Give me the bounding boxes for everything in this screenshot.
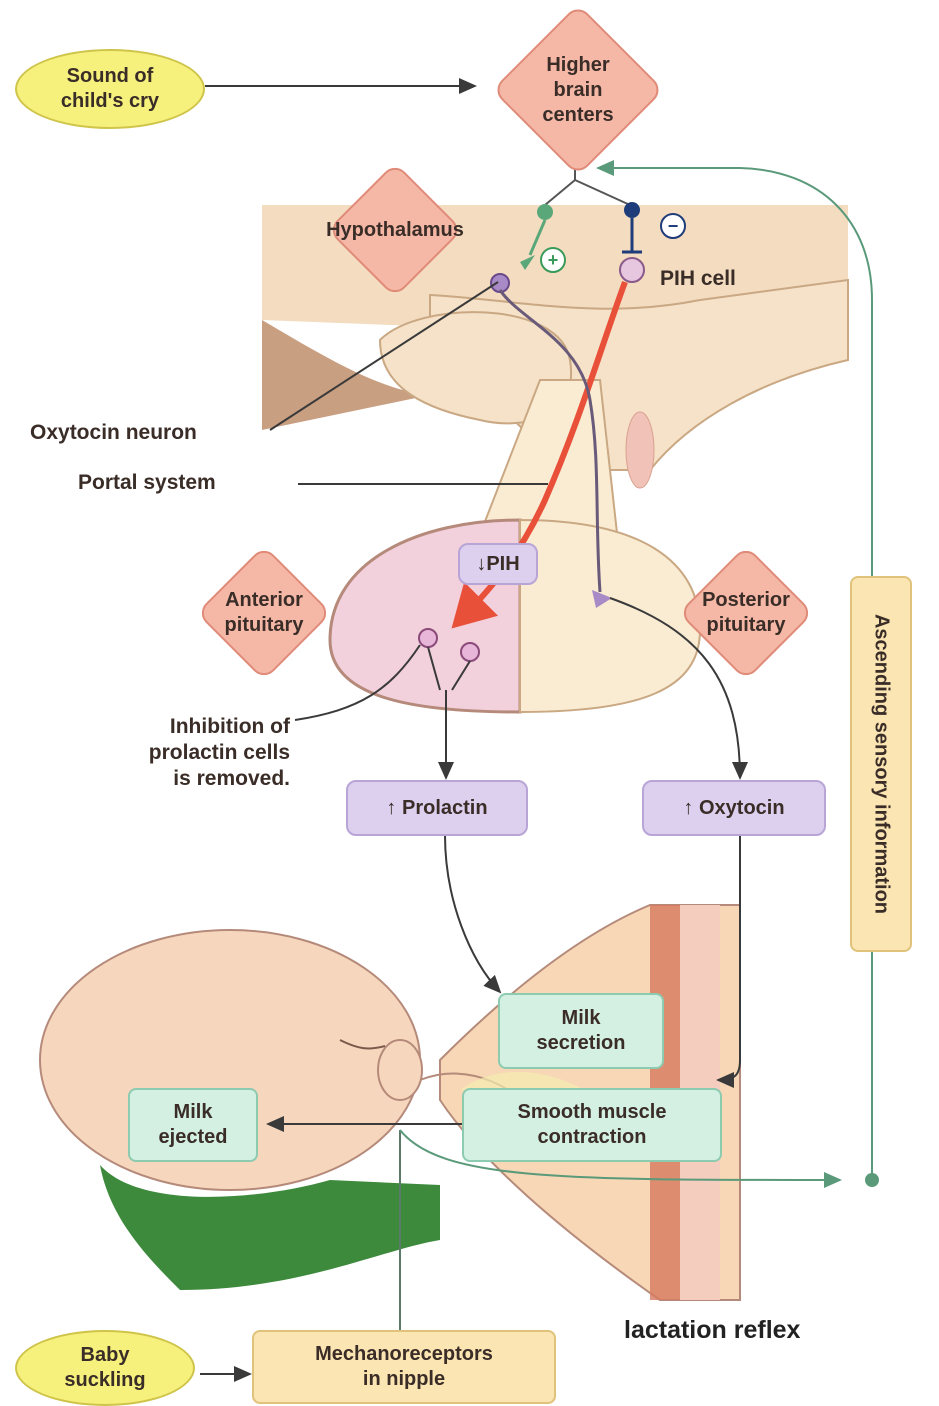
inhibitory-sign: − xyxy=(660,213,686,239)
posterior-pituitary-text: Posterior pituitary xyxy=(702,588,790,638)
hypothalamus-node: Hypothalamus xyxy=(276,164,514,296)
pih-decrease-icon: ↓ xyxy=(476,553,486,576)
hypothalamus-text: Hypothalamus xyxy=(326,218,464,243)
sound-of-cry-text: Sound of child's cry xyxy=(61,64,159,114)
milk-ejected-box: Milk ejected xyxy=(128,1088,258,1162)
smooth-muscle-box: Smooth muscle contraction xyxy=(462,1088,722,1162)
baby-suckling-stimulus: Baby suckling xyxy=(15,1330,195,1406)
prolactin-text: Prolactin xyxy=(402,797,488,820)
oxytocin-neuron-label: Oxytocin neuron xyxy=(30,420,197,446)
higher-brain-centers-text: Higher brain centers xyxy=(542,53,613,128)
figure-caption: lactation reflex xyxy=(624,1316,800,1345)
milk-ejected-text: Milk ejected xyxy=(159,1100,228,1150)
oxytocin-hormone: ↑ Oxytocin xyxy=(642,780,826,836)
portal-system-label: Portal system xyxy=(78,470,216,496)
pih-cell-label: PIH cell xyxy=(660,266,736,292)
stimulatory-sign: + xyxy=(540,247,566,273)
sound-of-cry-stimulus: Sound of child's cry xyxy=(15,49,205,129)
ascending-sensory-text: Ascending sensory information xyxy=(870,614,893,914)
anterior-pituitary-text: Anterior pituitary xyxy=(225,588,304,638)
oxytocin-text: Oxytocin xyxy=(699,797,785,820)
posterior-pituitary-node: Posterior pituitary xyxy=(650,548,842,678)
milk-secretion-text: Milk secretion xyxy=(537,1006,626,1056)
prolactin-increase-icon: ↑ xyxy=(386,797,402,820)
mechanoreceptors-box: Mechanoreceptors in nipple xyxy=(252,1330,556,1404)
baby-suckling-text: Baby suckling xyxy=(64,1343,145,1393)
inhibition-removed-label: Inhibition of prolactin cells is removed… xyxy=(62,714,290,792)
milk-secretion-box: Milk secretion xyxy=(498,993,664,1069)
prolactin-hormone: ↑ Prolactin xyxy=(346,780,528,836)
prolactin-effect-arrow xyxy=(445,835,500,992)
pih-hormone: ↓PIH xyxy=(458,543,538,585)
anterior-pituitary-node: Anterior pituitary xyxy=(168,548,360,678)
ascending-sensory-box: Ascending sensory information xyxy=(850,576,912,952)
smooth-muscle-text: Smooth muscle contraction xyxy=(518,1100,667,1150)
mechanoreceptors-text: Mechanoreceptors in nipple xyxy=(315,1342,493,1392)
pih-text: PIH xyxy=(486,553,519,576)
higher-brain-centers-node: Higher brain centers xyxy=(478,8,678,172)
oxytocin-increase-icon: ↑ xyxy=(683,797,699,820)
